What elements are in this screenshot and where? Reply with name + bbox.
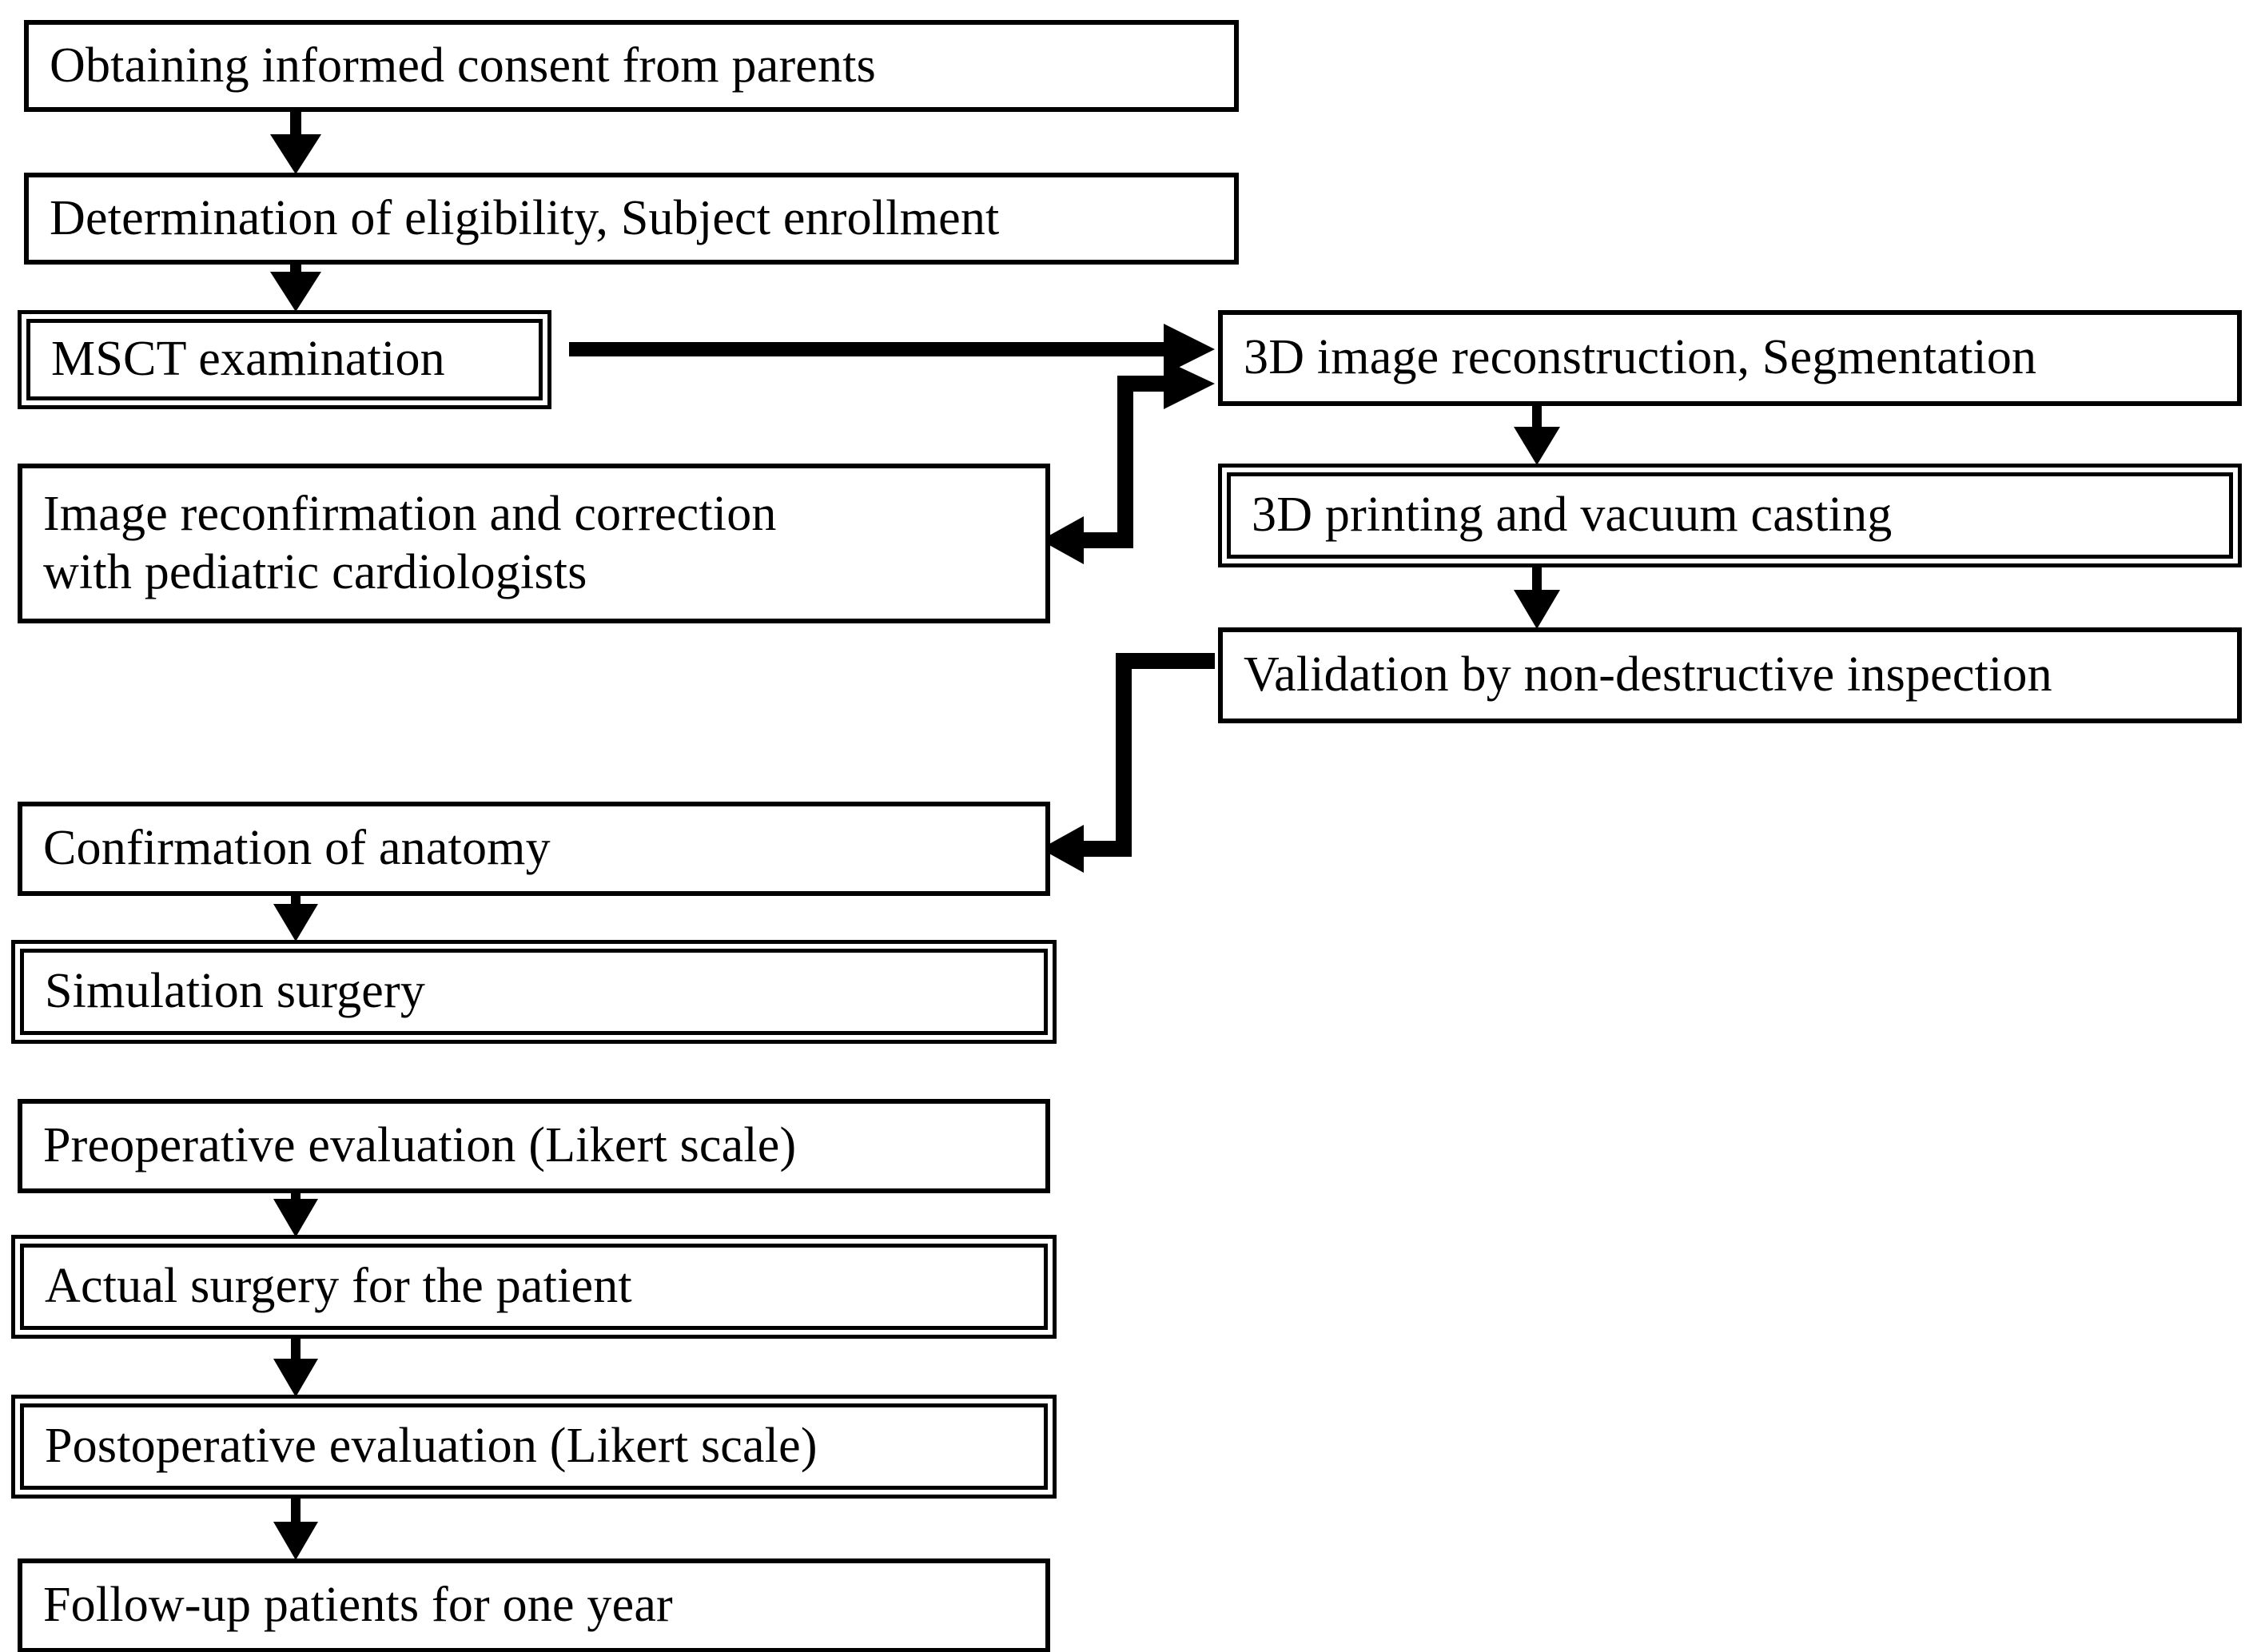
node-label: Confirmation of anatomy — [43, 821, 551, 876]
node-label: Preoperative evaluation (Likert scale) — [43, 1118, 797, 1173]
node-label: Simulation surgery — [45, 964, 426, 1019]
node-image-reconfirmation-and-correction[interactable]: Image reconfirmation and correction with… — [18, 464, 1050, 623]
node-actual-surgery-for-the-patient[interactable]: Actual surgery for the patient — [11, 1235, 1057, 1339]
node-label: Postoperative evaluation (Likert scale) — [45, 1419, 818, 1474]
node-label: MSCT examination — [51, 332, 445, 387]
node-3d-image-reconstruction-segmentation[interactable]: 3D image reconstruction, Segmentation — [1218, 310, 2242, 406]
node-label: 3D image reconstruction, Segmentation — [1244, 330, 2037, 385]
edge-recon3d-to-printing — [1514, 406, 1560, 465]
node-determination-of-eligibility[interactable]: Determination of eligibility, Subject en… — [24, 173, 1239, 265]
node-preoperative-evaluation[interactable]: Preoperative evaluation (Likert scale) — [18, 1099, 1050, 1193]
node-simulation-surgery[interactable]: Simulation surgery — [11, 940, 1057, 1044]
node-label: Actual surgery for the patient — [45, 1259, 632, 1314]
edge-eligibility-to-msct — [270, 265, 321, 312]
node-3d-printing-and-vacuum-casting[interactable]: 3D printing and vacuum casting — [1218, 464, 2242, 567]
edge-recon3d-to-reconfirm — [1041, 516, 1125, 564]
edge-actual-to-postop — [273, 1339, 318, 1397]
edge-postop-to-followup — [273, 1499, 318, 1560]
node-label: Obtaining informed consent from parents — [50, 38, 876, 93]
node-confirmation-of-anatomy[interactable]: Confirmation of anatomy — [18, 802, 1050, 896]
node-validation-by-non-destructive-inspection[interactable]: Validation by non-destructive inspection — [1218, 627, 2242, 723]
node-follow-up-patients-for-one-year[interactable]: Follow-up patients for one year — [18, 1558, 1050, 1652]
edge-consent-to-eligibility — [270, 112, 321, 174]
node-postoperative-evaluation[interactable]: Postoperative evaluation (Likert scale) — [11, 1395, 1057, 1499]
edge-preop-to-actual — [273, 1193, 318, 1237]
edge-anatomy-to-simulation — [273, 896, 318, 941]
node-label: Determination of eligibility, Subject en… — [50, 190, 1000, 245]
edge-msct-to-recon3d — [569, 324, 1215, 375]
edge-reconfirm-to-recon3d — [1117, 360, 1215, 548]
node-label: Follow-up patients for one year — [43, 1578, 673, 1633]
node-obtaining-informed-consent[interactable]: Obtaining informed consent from parents — [24, 20, 1239, 112]
node-label: 3D printing and vacuum casting — [1252, 488, 1893, 543]
node-label: Image reconfirmation and correction with… — [43, 486, 777, 599]
edge-printing-to-validation — [1514, 567, 1560, 629]
node-msct-examination[interactable]: MSCT examination — [18, 310, 551, 409]
node-label: Validation by non-destructive inspection — [1244, 647, 2052, 703]
edge-validation-to-anatomy — [1041, 653, 1215, 873]
